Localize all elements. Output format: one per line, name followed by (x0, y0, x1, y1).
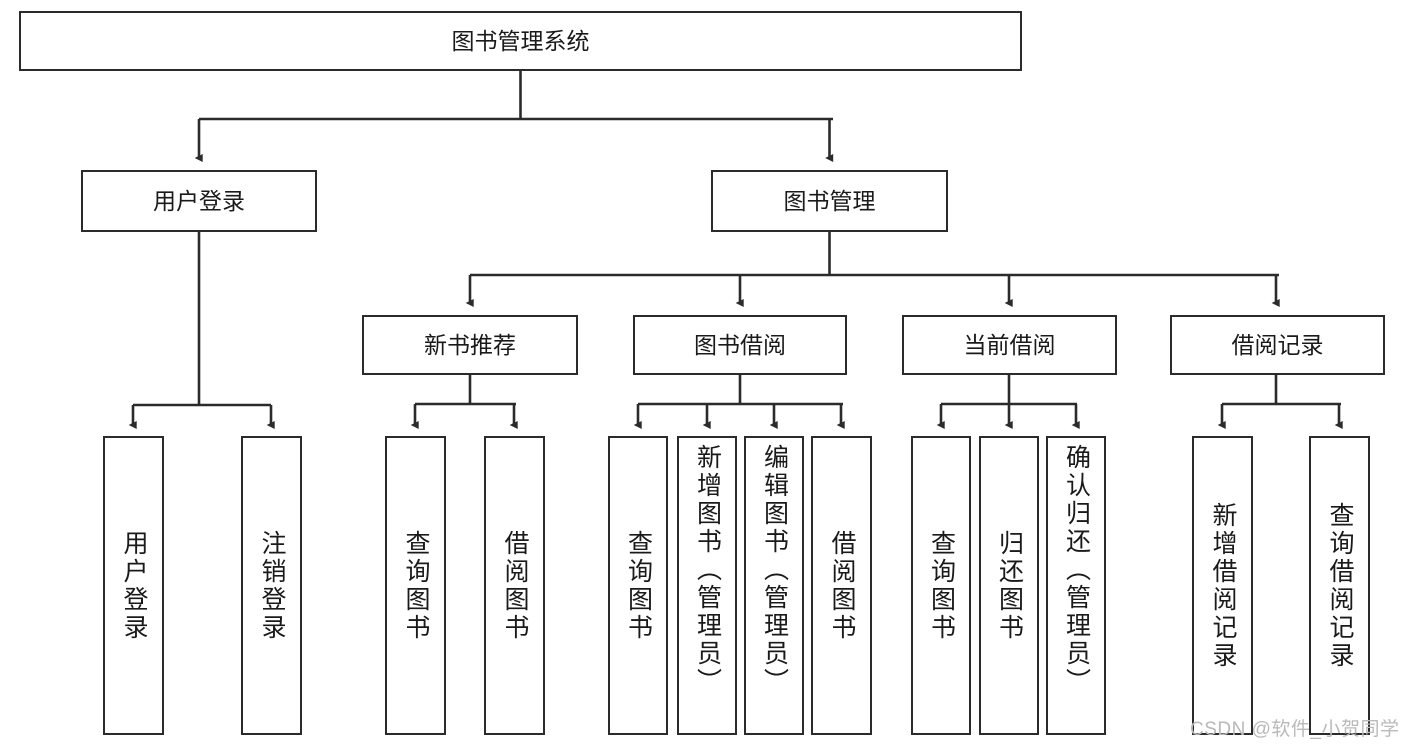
node-label: 借阅图书 (828, 529, 856, 642)
node-label: 用户登录 (120, 529, 148, 642)
node-label: 新增借阅记录 (1209, 501, 1237, 670)
csdn-watermark: CSDN @软件_小贺同学 (1190, 719, 1400, 740)
node-leaf-edit-book[interactable]: 编辑图书（管理员） (744, 436, 804, 735)
node-label: 当前借阅 (963, 331, 1056, 358)
node-label: 查询借阅记录 (1326, 501, 1354, 670)
node-leaf-user-login[interactable]: 用户登录 (103, 436, 164, 735)
node-label: 归还图书 (995, 529, 1024, 642)
node-leaf-return-book[interactable]: 归还图书 (979, 436, 1039, 735)
node-book-borrow[interactable]: 图书借阅 (633, 315, 847, 375)
node-label: 查询图书 (927, 529, 956, 642)
node-label: 图书借阅 (694, 331, 786, 358)
node-user-login[interactable]: 用户登录 (81, 170, 317, 232)
node-new-book-recommend[interactable]: 新书推荐 (362, 315, 578, 375)
node-label: 编辑图书（管理员） (760, 444, 789, 696)
node-borrow-record[interactable]: 借阅记录 (1170, 315, 1385, 375)
node-leaf-query-book-recommend[interactable]: 查询图书 (385, 436, 446, 735)
node-label: 确认归还（管理员） (1062, 444, 1091, 696)
node-leaf-add-borrow-record[interactable]: 新增借阅记录 (1192, 436, 1253, 735)
node-book-management[interactable]: 图书管理 (711, 170, 948, 232)
node-leaf-user-logout[interactable]: 注销登录 (241, 436, 302, 735)
node-label: 注销登录 (258, 529, 286, 642)
node-leaf-borrow-book-recommend[interactable]: 借阅图书 (484, 436, 545, 735)
node-leaf-query-book-borrow[interactable]: 查询图书 (608, 436, 668, 735)
node-leaf-query-book-current[interactable]: 查询图书 (911, 436, 971, 735)
node-label: 查询图书 (402, 529, 430, 642)
node-label: 图书管理系统 (451, 27, 590, 54)
node-leaf-borrow-book[interactable]: 借阅图书 (811, 436, 872, 735)
node-label: 用户登录 (153, 187, 245, 214)
node-current-borrow[interactable]: 当前借阅 (902, 315, 1117, 375)
node-leaf-query-borrow-record[interactable]: 查询借阅记录 (1309, 436, 1370, 735)
node-label: 新书推荐 (424, 331, 516, 358)
node-label: 新增图书（管理员） (693, 444, 722, 696)
node-leaf-add-book[interactable]: 新增图书（管理员） (677, 436, 737, 735)
node-label: 查询图书 (624, 529, 653, 642)
node-label: 借阅记录 (1231, 331, 1324, 358)
node-label: 图书管理 (783, 187, 876, 214)
node-leaf-confirm-return[interactable]: 确认归还（管理员） (1046, 436, 1106, 735)
node-label: 借阅图书 (501, 529, 529, 642)
node-root-system[interactable]: 图书管理系统 (19, 11, 1022, 71)
